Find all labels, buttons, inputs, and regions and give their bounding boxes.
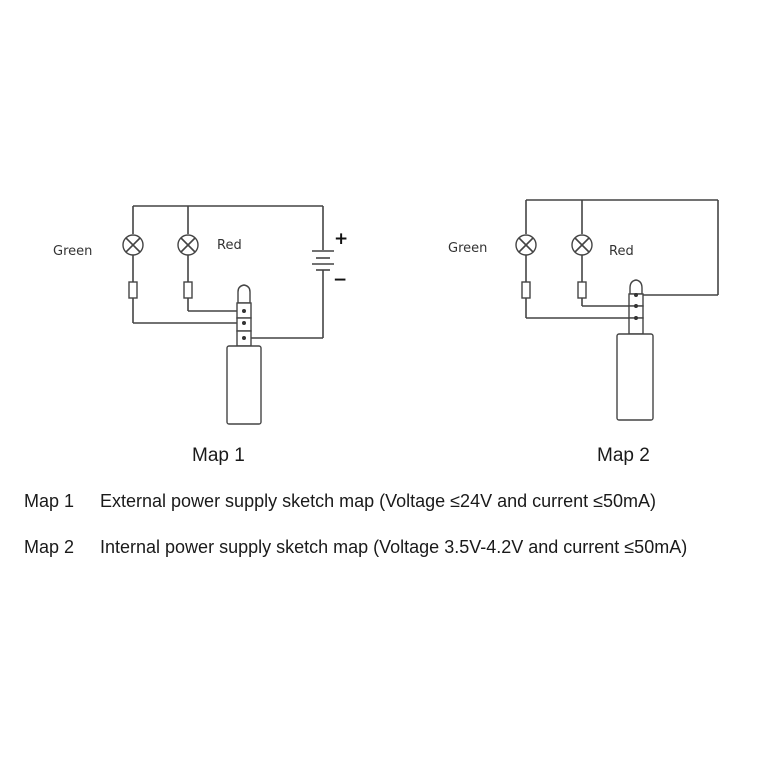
map1-plus-sign: + [334, 229, 348, 249]
map1-battery-icon [312, 250, 334, 271]
map2-plug-icon [616, 279, 654, 421]
caption-map2: Map 2 Internal power supply sketch map (… [24, 538, 764, 561]
map2-red-label: Red [609, 244, 634, 259]
caption-map2-text: Internal power supply sketch map (Voltag… [100, 537, 688, 557]
caption-list: Map 1 External power supply sketch map (… [24, 492, 764, 584]
map2-diagram: Green Red Map 2 [448, 199, 719, 466]
map2-red-resistor-icon [577, 281, 587, 299]
map2-title: Map 2 [597, 445, 650, 466]
map1-red-lamp-icon [177, 234, 199, 256]
caption-map1-text: External power supply sketch map (Voltag… [100, 491, 657, 511]
caption-map1-number: Map 1 [24, 491, 75, 511]
map2-red-lamp-icon [571, 234, 593, 256]
map1-diagram: Green Red + − Map 1 [53, 205, 348, 466]
map1-red-label: Red [217, 238, 242, 253]
map1-red-resistor-icon [183, 281, 193, 299]
map2-green-lamp-icon [515, 234, 537, 256]
map2-green-resistor-icon [521, 281, 531, 299]
caption-map2-number: Map 2 [24, 537, 75, 557]
map1-title: Map 1 [192, 445, 245, 466]
map1-green-lamp-icon [122, 234, 144, 256]
caption-map1: Map 1 External power supply sketch map (… [24, 492, 764, 515]
map2-green-label: Green [448, 241, 487, 256]
map1-green-label: Green [53, 244, 92, 259]
map1-plug-icon [226, 284, 262, 425]
map1-minus-sign: − [333, 270, 347, 290]
map1-green-resistor-icon [128, 281, 138, 299]
